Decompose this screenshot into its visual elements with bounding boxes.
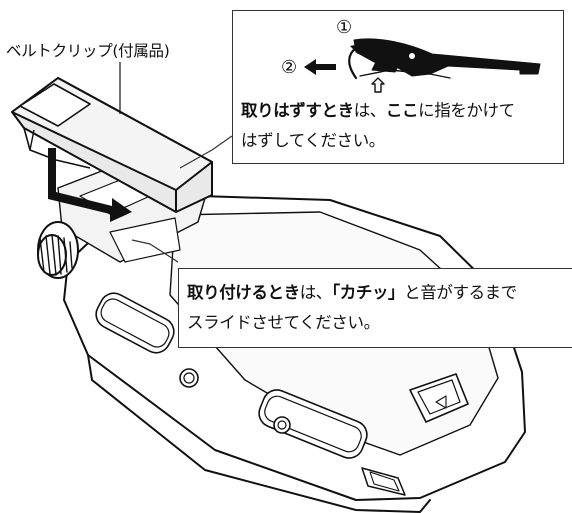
attach-line-1-seg-3: と音がするまで [404,283,517,302]
radio-side-rail [87,354,431,513]
belt-clip-label: ベルトクリップ(付属品) [6,42,170,60]
attach-line-1-seg-2: 「カチッ」 [331,283,405,302]
attach-callout-pointer [131,239,179,263]
remove-line-1: 取りはずすときは、ここに指をかけて [241,101,515,120]
remove-line-1-seg-2: ここ [385,101,419,120]
remove-callout-pointer [179,135,233,169]
belt-clip [11,77,213,213]
step-2-label: ② [281,57,298,78]
remove-line-1-seg-1: は、 [353,101,387,120]
attach-line-1-seg-1: は、 [299,283,333,302]
attach-callout: 取り付けるときは、「カチッ」と音がするまで スライドさせてください。 [178,268,572,348]
attach-line-1-seg-0: 取り付けるとき [187,283,300,302]
remove-line-2: はずしてください。 [241,131,385,150]
remove-line-1-seg-3: に指をかけて [418,101,515,120]
attach-line-2: スライドさせてください。 [187,313,380,332]
antenna-knob [37,221,79,279]
attach-line-1: 取り付けるときは、「カチッ」と音がするまで [187,283,517,302]
remove-line-1-seg-0: 取りはずすとき [241,101,354,120]
insert-arrow [48,148,132,222]
step-1-label: ① [336,17,353,38]
lever-detail [304,38,541,93]
remove-callout: ① ② 取りはずすときは、ここに指をかけて はずしてください。 [232,10,564,164]
